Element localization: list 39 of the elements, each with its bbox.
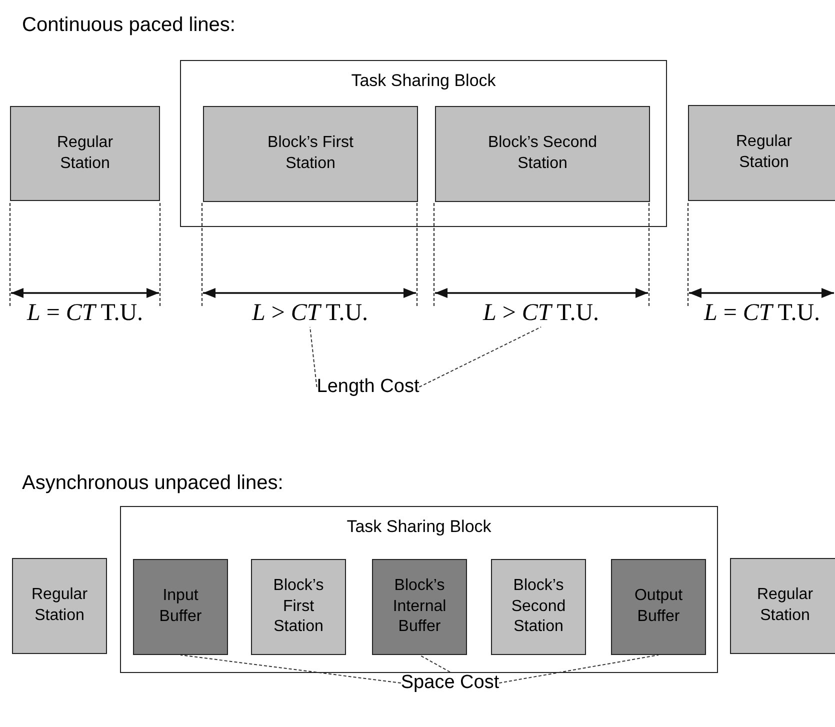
section-heading: Continuous paced lines: — [22, 14, 236, 37]
block-title: Task Sharing Block — [350, 71, 497, 91]
section-heading: Asynchronous unpaced lines: — [22, 472, 284, 495]
leader-line — [498, 654, 659, 684]
station-label: Output Buffer — [633, 586, 684, 627]
buffer-box — [611, 559, 706, 655]
task-sharing-block — [120, 506, 718, 673]
task-sharing-block — [180, 60, 667, 227]
station-label: Input Buffer — [158, 586, 203, 627]
cost-label: Length Cost — [316, 376, 420, 398]
leader-line — [419, 654, 450, 672]
cost-label: Space Cost — [400, 672, 500, 694]
station-label: Regular Station — [30, 585, 89, 626]
length-formula: L = CT T.U. — [704, 300, 820, 327]
station-label: Regular Station — [56, 132, 114, 174]
station-box — [203, 106, 418, 202]
leader-line — [180, 654, 402, 684]
station-label: Regular Station — [734, 132, 794, 173]
station-box — [12, 558, 107, 654]
station-label: Block’s Second Station — [510, 576, 567, 638]
station-label: Block’s First Station — [272, 576, 325, 638]
station-box — [251, 559, 346, 655]
length-formula: L > CT T.U. — [482, 300, 600, 327]
station-box — [491, 559, 586, 655]
station-label: Regular Station — [756, 585, 814, 626]
length-formula: L > CT T.U. — [252, 300, 368, 327]
station-box — [730, 558, 835, 654]
station-box — [10, 106, 160, 201]
station-label: Block’s Second Station — [486, 133, 598, 174]
leader-line — [418, 326, 542, 388]
buffer-box — [133, 559, 228, 655]
block-title: Task Sharing Block — [346, 517, 492, 537]
leader-line — [310, 326, 318, 388]
station-box — [688, 105, 835, 201]
length-formula: L = CT T.U. — [26, 300, 144, 327]
station-label: Block’s First Station — [266, 133, 354, 174]
station-label: Block’s Internal Buffer — [392, 576, 448, 638]
station-box — [435, 106, 650, 202]
buffer-box — [372, 559, 467, 655]
